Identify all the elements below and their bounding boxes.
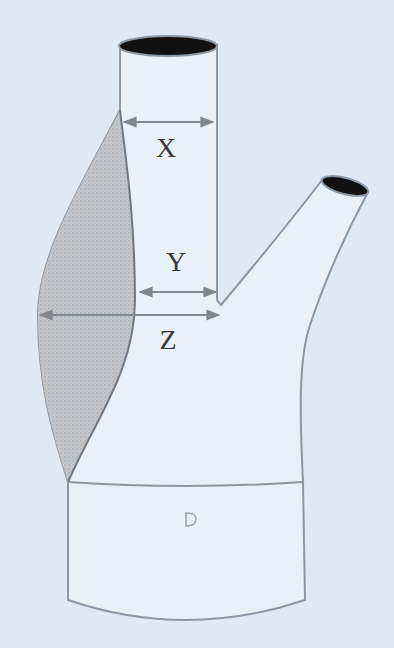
plaque	[38, 110, 135, 482]
lumen-edge	[68, 110, 135, 482]
ica-opening	[119, 36, 217, 56]
vessel-wall	[38, 45, 368, 620]
small-mark	[186, 513, 196, 526]
dimension-label: Y	[166, 248, 186, 276]
dimension-arrow	[124, 121, 213, 123]
dimension-label: Z	[159, 326, 176, 354]
dimension-arrow	[140, 291, 216, 293]
eca-opening	[320, 172, 371, 200]
dimension-label: X	[156, 134, 176, 162]
cuff-line	[68, 482, 303, 486]
dimension-arrow	[40, 314, 219, 316]
